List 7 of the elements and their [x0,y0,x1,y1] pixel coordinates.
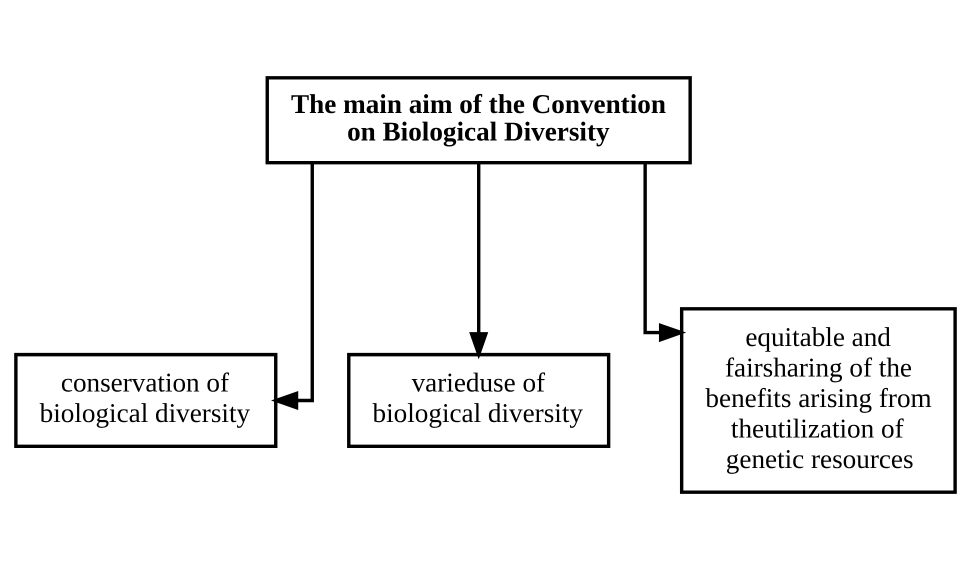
arrow [469,162,488,360]
node-box: varieduse of biological diversity [347,352,610,448]
node-box: The main aim of the Convention on Biological Diversity [266,76,692,164]
arrow [643,163,686,342]
node-box: equitable and fairsharing of the benefits arising from theutilization of genetic resources [680,307,957,494]
node-box: conservation of biological diversity [14,352,278,448]
arrow [271,162,314,410]
